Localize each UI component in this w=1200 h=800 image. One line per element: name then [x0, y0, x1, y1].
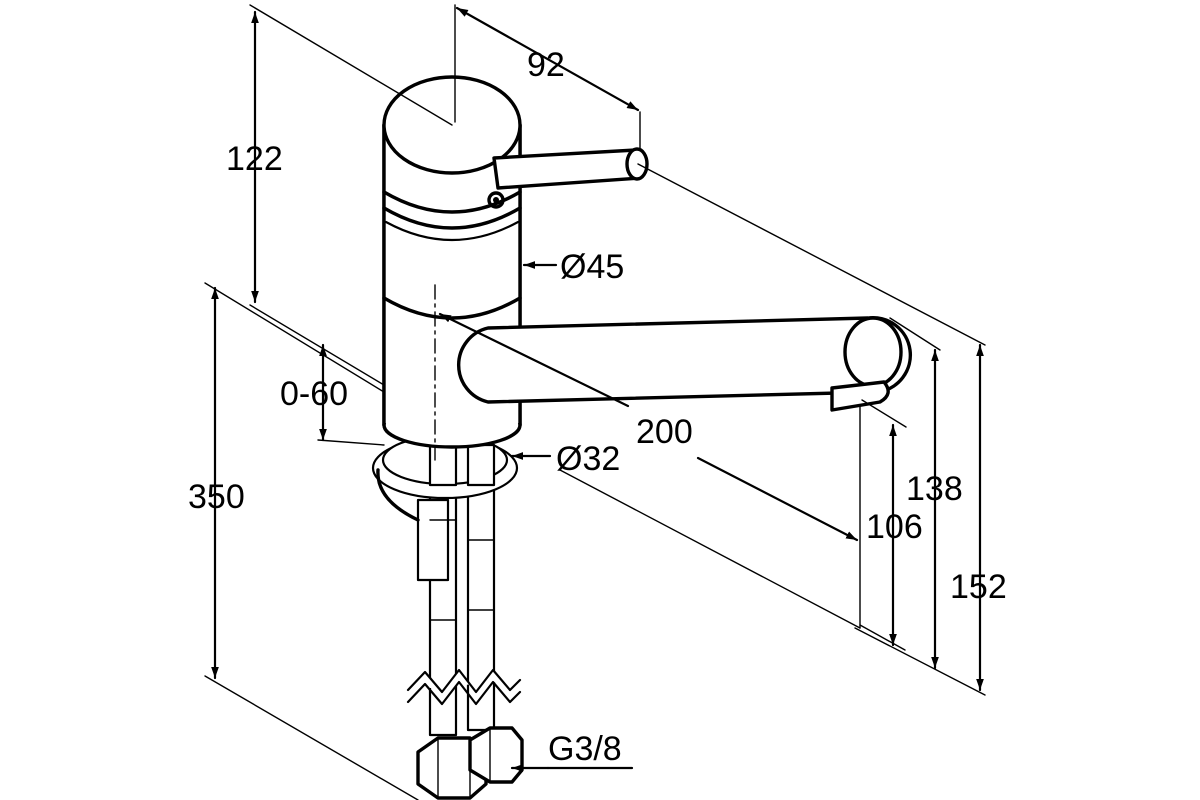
dim-connection-thread: G3/8	[548, 730, 622, 768]
faucet-geometry	[371, 75, 913, 800]
dim-spout-top-height: 138	[906, 470, 963, 508]
dim-body-height: 122	[226, 140, 283, 178]
dim-outlet-height: 106	[866, 508, 923, 546]
dim-spout-length: 200	[636, 413, 693, 451]
supply-hoses	[406, 468, 524, 800]
dim-total-height: 152	[950, 568, 1007, 606]
dim-handle-reach: 92	[527, 46, 565, 84]
dimension-lines	[204, 4, 986, 800]
dimension-labels: 92 122 Ø45 0-60 200 Ø32 350 106 138 152 …	[188, 46, 1007, 768]
dim-base-diameter: Ø32	[556, 440, 620, 478]
spout	[456, 315, 913, 412]
dim-body-diameter: Ø45	[560, 248, 624, 286]
base-washer	[371, 434, 519, 522]
lever-handle	[487, 147, 649, 209]
dim-swivel-range: 0-60	[280, 375, 348, 413]
dim-hose-length: 350	[188, 478, 245, 516]
